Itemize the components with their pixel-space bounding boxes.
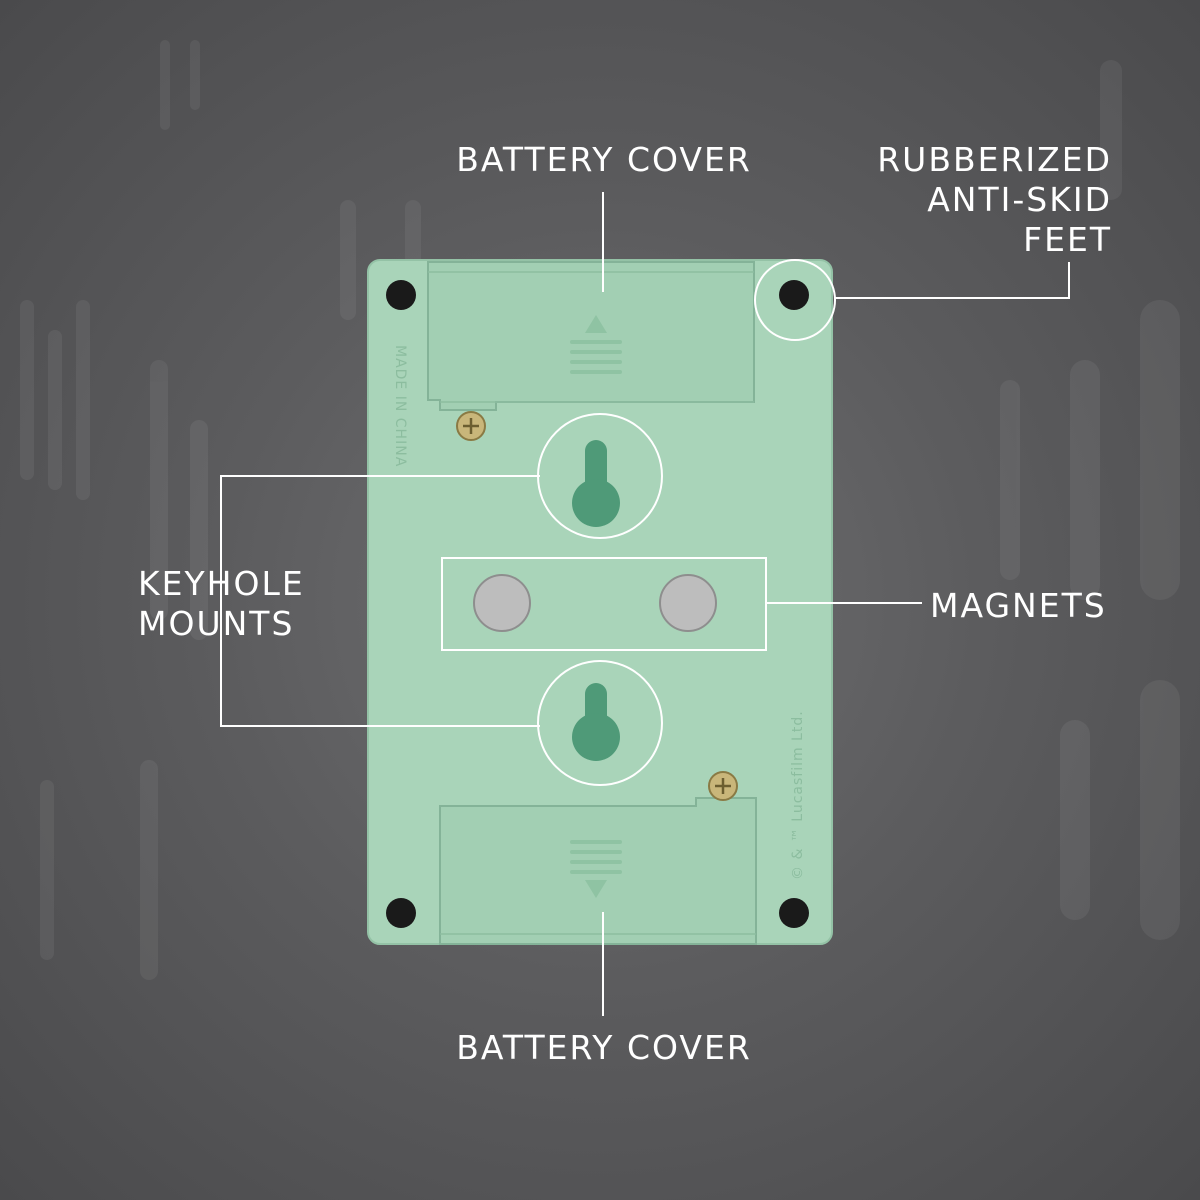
anti-skid-foot <box>779 898 809 928</box>
label-magnets: MAGNETS <box>930 586 1107 625</box>
keyhole-mount-top <box>572 440 620 527</box>
feet-highlight-circle <box>754 259 836 341</box>
anti-skid-foot <box>386 898 416 928</box>
label-battery-cover-top: BATTERY COVER <box>456 140 752 179</box>
magnet-left <box>473 574 531 632</box>
magnet-right <box>659 574 717 632</box>
keyhole-bottom-highlight-circle <box>537 660 663 786</box>
battery-cover-top <box>427 261 755 411</box>
screw-icon <box>456 411 486 441</box>
screw-icon <box>708 771 738 801</box>
feet-leader <box>835 262 1070 299</box>
copyright-print: © & ™ Lucasfilm Ltd. <box>790 710 806 880</box>
magnets-highlight-box <box>441 557 767 651</box>
keyhole-leader <box>220 475 540 727</box>
keyhole-top-highlight-circle <box>537 413 663 539</box>
anti-skid-foot <box>779 280 809 310</box>
made-in-china-print: MADE IN CHINA <box>392 345 408 467</box>
label-keyhole-mounts: KEYHOLE MOUNTS <box>138 564 305 643</box>
arrow-up-icon <box>570 315 622 374</box>
label-rubberized-feet: RUBBERIZED ANTI-SKID FEET <box>877 140 1112 259</box>
label-battery-cover-bottom: BATTERY COVER <box>456 1028 752 1067</box>
anti-skid-foot <box>386 280 416 310</box>
arrow-down-icon <box>570 840 622 898</box>
keyhole-mount-bottom <box>572 683 620 761</box>
